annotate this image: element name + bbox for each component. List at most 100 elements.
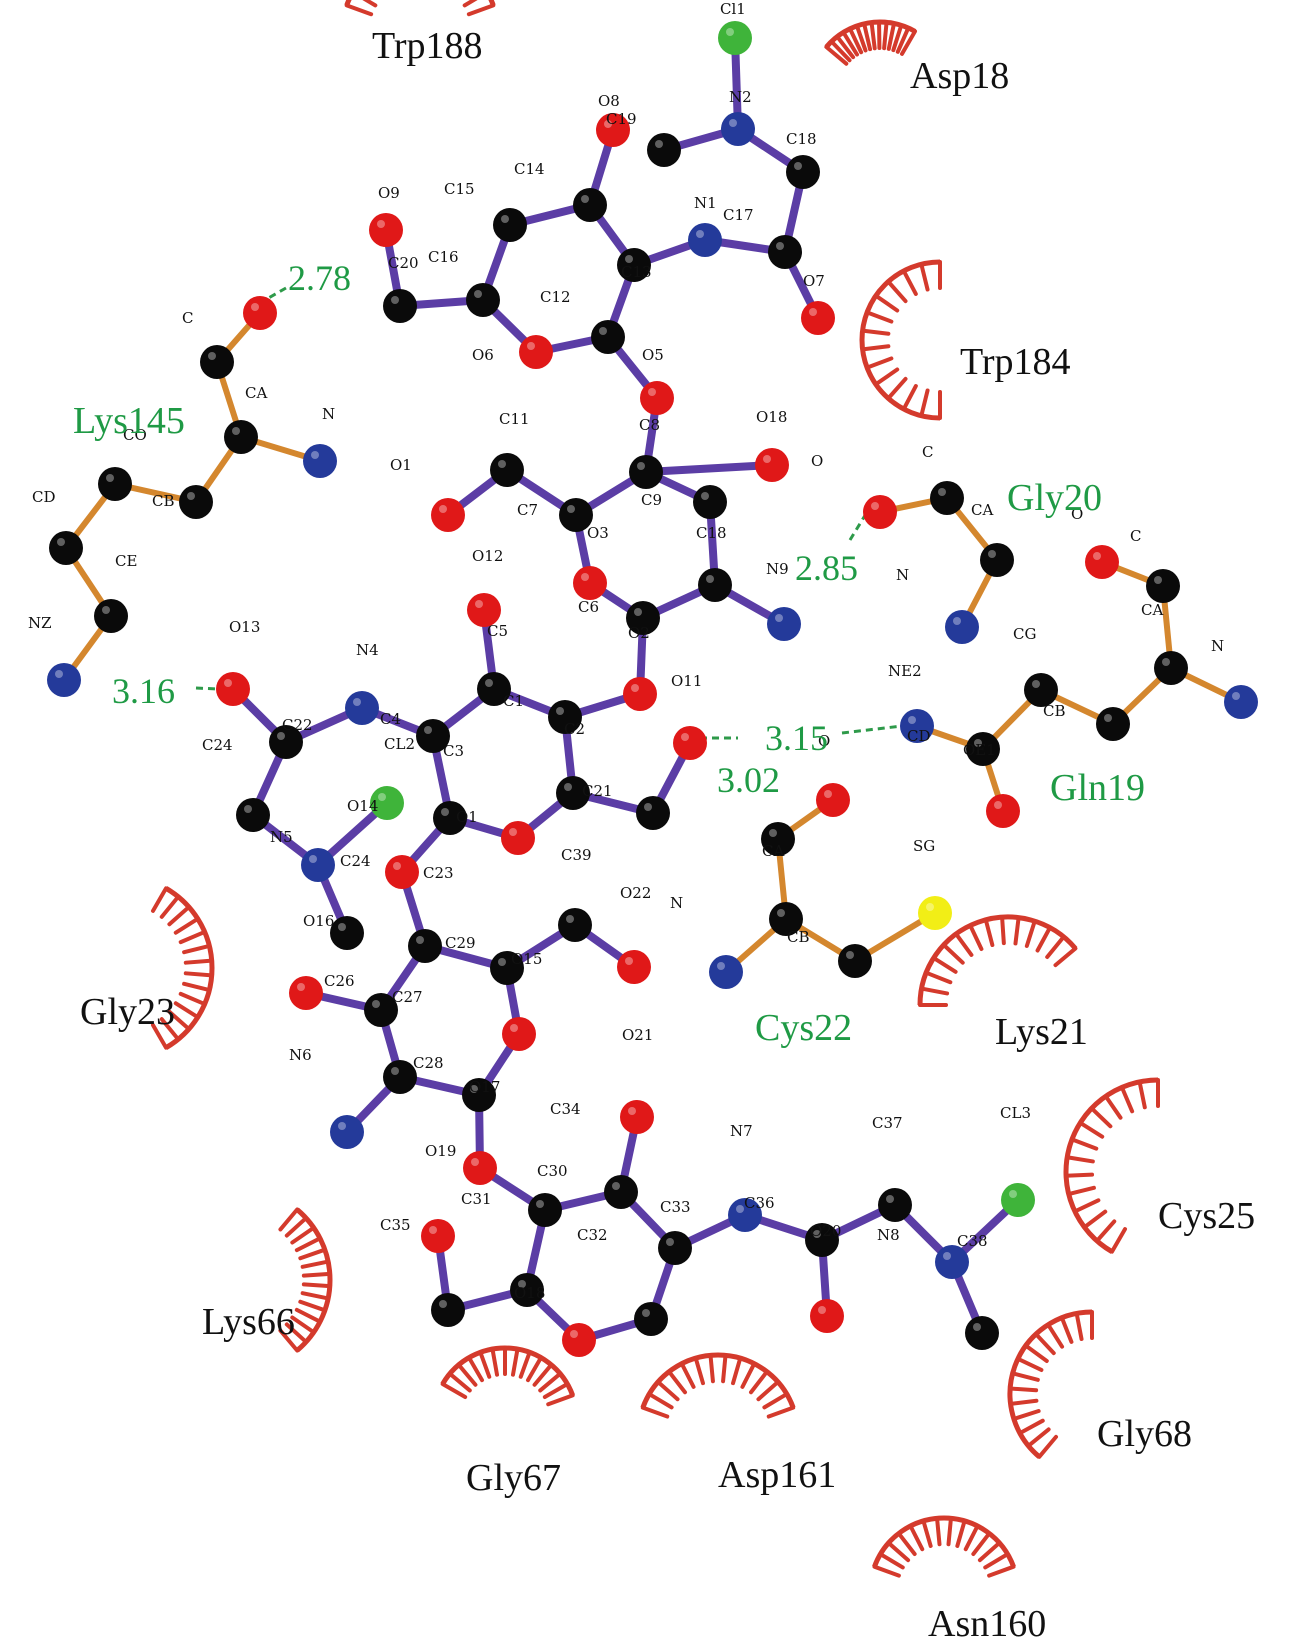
- arc-tick: [466, 3, 496, 17]
- atom-highlight: [648, 388, 656, 396]
- arc-tick: [1069, 1137, 1099, 1151]
- atom-highlight: [1093, 552, 1101, 560]
- arc-tick: [847, 26, 864, 55]
- atom-label: N4: [356, 641, 379, 659]
- atom-label: O16: [303, 912, 334, 930]
- atom-label: C27: [392, 988, 423, 1006]
- atom-highlight: [485, 679, 493, 687]
- atom-label: C24: [340, 852, 371, 870]
- atom-label: O: [818, 732, 830, 750]
- atom-highlight: [1032, 680, 1040, 688]
- atom-c: [658, 1231, 692, 1265]
- arc-tick: [284, 1216, 309, 1238]
- arc-tick: [284, 1322, 309, 1344]
- atom-highlight: [973, 1323, 981, 1331]
- atom-o: [467, 593, 501, 627]
- atom-highlight: [777, 909, 785, 917]
- atom-highlight: [471, 1158, 479, 1166]
- atom-highlight: [599, 327, 607, 335]
- atom-c: [768, 235, 802, 269]
- atom-o: [421, 1219, 455, 1253]
- atom-o: [623, 677, 657, 711]
- atom-c: [510, 1273, 544, 1307]
- atom-o: [640, 381, 674, 415]
- arc-tick: [1046, 1322, 1065, 1349]
- atom-highlight: [470, 1085, 478, 1093]
- arc-tick: [1024, 919, 1037, 948]
- arc-tick: [462, 0, 478, 8]
- atom-c: [383, 289, 417, 323]
- atom-label: O22: [620, 884, 651, 902]
- atom-highlight: [701, 492, 709, 500]
- atom-label: O18: [756, 408, 787, 426]
- atom-label: O9: [378, 184, 400, 202]
- arc-tick: [1037, 1434, 1059, 1459]
- atom-c: [636, 796, 670, 830]
- atom-c: [805, 1223, 839, 1257]
- arc-tick: [1094, 1219, 1117, 1243]
- atom-o: [216, 672, 250, 706]
- atom-label: C8: [639, 416, 660, 434]
- atom-label: O8: [598, 92, 620, 110]
- arc-tick: [1010, 1371, 1040, 1382]
- atom-o: [863, 495, 897, 529]
- atom-label: O18: [514, 1284, 545, 1302]
- arc-tick: [935, 1516, 942, 1547]
- arc-tick: [756, 1379, 780, 1402]
- arc-tick: [278, 1207, 300, 1232]
- atom-highlight: [726, 28, 734, 36]
- arc-tick: [647, 1392, 674, 1410]
- atom-highlight: [696, 230, 704, 238]
- atom-c: [200, 345, 234, 379]
- residue-label: Trp184: [960, 341, 1071, 383]
- atom-label: O19: [425, 1142, 456, 1160]
- atom-highlight: [974, 739, 982, 747]
- atom-label: CA: [762, 842, 784, 860]
- arc-tick: [901, 384, 918, 412]
- atom-highlight: [393, 862, 401, 870]
- atom-highlight: [776, 242, 784, 250]
- atom-label: SG: [913, 837, 935, 855]
- hydrophobic-arc: [917, 914, 1078, 1007]
- atom-highlight: [377, 220, 385, 228]
- atom-label: C34: [550, 1100, 581, 1118]
- arc-tick: [178, 991, 207, 1007]
- arc-tick: [546, 1393, 575, 1407]
- atom-highlight: [1009, 1190, 1017, 1198]
- arc-tick: [749, 1369, 769, 1395]
- atom-o: [519, 335, 553, 369]
- atom-highlight: [309, 855, 317, 863]
- atom-highlight: [224, 679, 232, 687]
- atom-highlight: [441, 808, 449, 816]
- atom-label: O6: [472, 346, 494, 364]
- atom-label: NZ: [28, 614, 52, 632]
- arc-tick: [1137, 1079, 1147, 1110]
- atom-highlight: [769, 829, 777, 837]
- hydrophobic-arc: [278, 1207, 333, 1353]
- arc-tick: [955, 1518, 967, 1548]
- arc-line: [440, 1345, 576, 1397]
- arc-tick: [151, 1023, 168, 1050]
- arc-tick: [921, 1518, 933, 1548]
- arc-tick: [151, 886, 168, 913]
- atom-o: [573, 566, 607, 600]
- atom-o: [986, 794, 1020, 828]
- atom-highlight: [1162, 658, 1170, 666]
- atom-c: [617, 248, 651, 282]
- atom-o: [369, 213, 403, 247]
- atom-n: [303, 444, 337, 478]
- arc-tick: [294, 1307, 323, 1324]
- atom-highlight: [625, 255, 633, 263]
- atom-label: O: [811, 452, 823, 470]
- arc-tick: [278, 1328, 300, 1353]
- atom-c: [980, 543, 1014, 577]
- arc-tick: [829, 39, 852, 63]
- atom-c: [490, 951, 524, 985]
- atom-c: [364, 993, 398, 1027]
- arc-tick: [901, 268, 918, 296]
- atom-label: O11: [671, 672, 702, 690]
- arc-tick: [886, 376, 908, 401]
- atom-highlight: [763, 455, 771, 463]
- arc-tick: [301, 1282, 332, 1289]
- atom-c: [1154, 651, 1188, 685]
